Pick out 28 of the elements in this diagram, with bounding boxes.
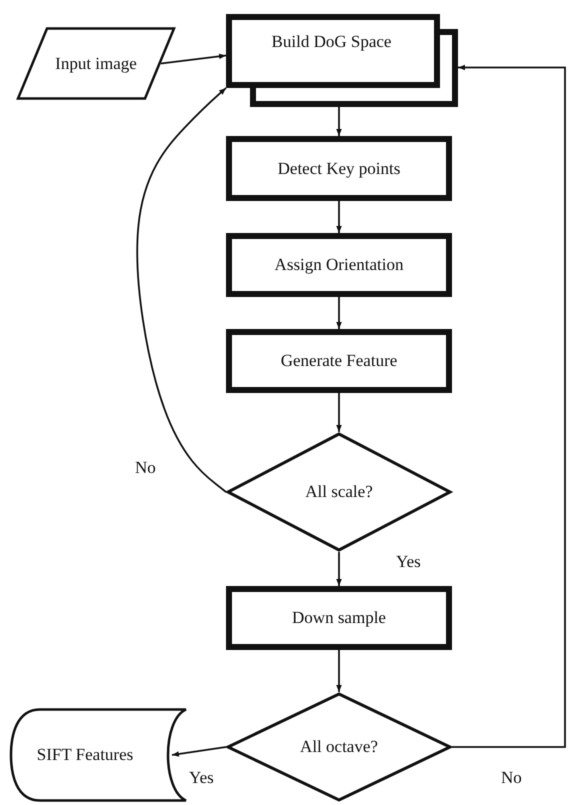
- arrow: [336, 107, 342, 136]
- node-label: Detect Key points: [276, 158, 402, 180]
- decision-diamond: [226, 692, 452, 802]
- decision-diamond: [226, 432, 452, 552]
- input-parallelogram: [17, 27, 175, 100]
- stored-data-shape: [10, 708, 188, 802]
- process-box: [226, 136, 452, 201]
- node-label: Generate Feature: [280, 350, 398, 372]
- node-label: Input image: [54, 52, 138, 75]
- node-label: All scale?: [304, 481, 374, 504]
- arrow: [336, 297, 342, 329]
- arrow: [136, 87, 227, 493]
- process-box: [226, 233, 452, 297]
- process-box: [226, 586, 452, 650]
- node-label: All octave?: [299, 736, 379, 758]
- arrow: [452, 64, 566, 748]
- arrow: [172, 746, 226, 757]
- arrow: [160, 54, 226, 64]
- node-label: Down sample: [291, 607, 387, 630]
- node-label: Build DoG Space: [270, 31, 392, 54]
- arrow: [336, 201, 342, 233]
- arrow: [336, 552, 342, 586]
- arrow: [336, 393, 342, 432]
- arrow: [336, 650, 342, 692]
- node-label: Assign Orientation: [274, 254, 404, 276]
- process-box: [226, 14, 458, 107]
- process-box: [226, 329, 452, 393]
- node-label: SIFT Features: [36, 744, 134, 766]
